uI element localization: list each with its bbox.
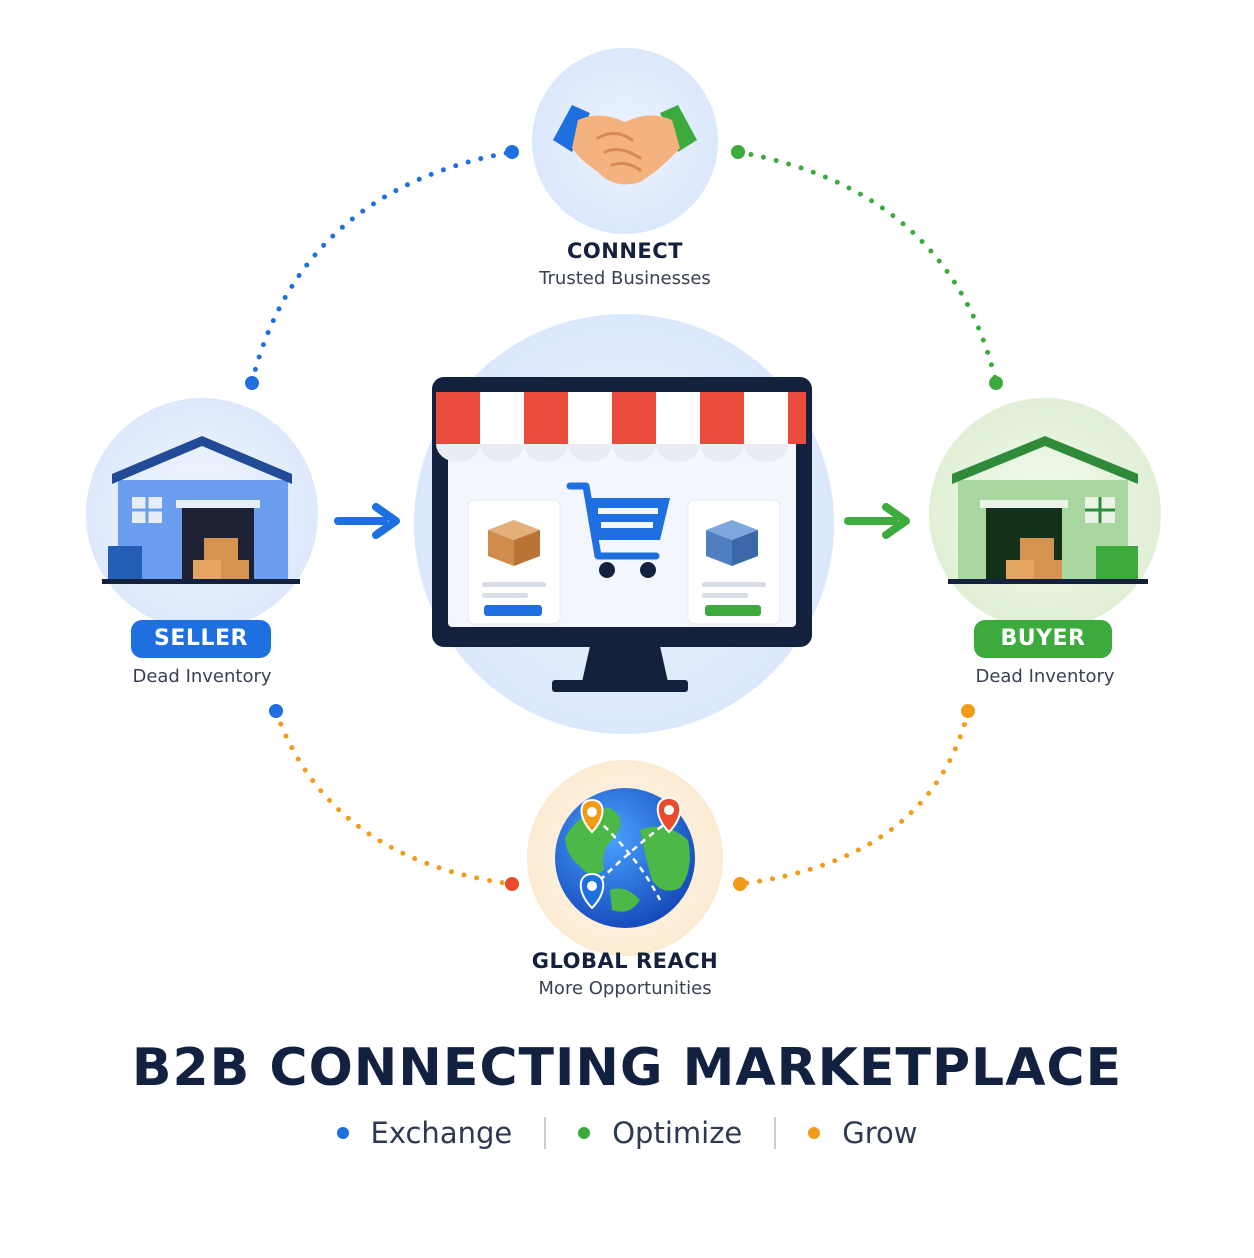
divider: [544, 1117, 547, 1149]
storefront-monitor-icon: [432, 377, 812, 692]
global-node: [527, 760, 723, 956]
marketplace-monitor: [414, 314, 834, 734]
tagline-item-exchange: Exchange: [336, 1116, 513, 1150]
connect-title: CONNECT: [567, 239, 683, 263]
location-pin-icon: [656, 796, 682, 834]
arc-seller-to-connect: [245, 145, 519, 390]
buyer-badge: BUYER: [974, 620, 1112, 658]
warehouse-icon: [102, 436, 300, 584]
tagline: Exchange Optimize Grow: [0, 1116, 1254, 1150]
warehouse-icon: [948, 436, 1148, 584]
buyer-node: [929, 398, 1161, 630]
global-title: GLOBAL REACH: [531, 949, 719, 973]
arc-buyer-to-global: [733, 704, 975, 891]
buyer-subtitle: Dead Inventory: [975, 666, 1115, 687]
shopping-cart-icon: [566, 482, 670, 578]
connect-subtitle: Trusted Businesses: [539, 268, 711, 289]
seller-node: [86, 398, 318, 630]
handshake-icon: [553, 105, 697, 185]
bullet-dot: [336, 1127, 349, 1139]
box-icon: [706, 520, 758, 566]
tagline-label: Exchange: [370, 1116, 513, 1150]
bullet-dot: [808, 1127, 821, 1139]
seller-badge: SELLER: [131, 620, 271, 658]
divider: [774, 1117, 777, 1149]
box-icon: [488, 520, 540, 566]
location-pin-icon: [580, 798, 604, 834]
page-title: B2B CONNECTING MARKETPLACE: [131, 1038, 1123, 1098]
arc-seller-to-global: [269, 704, 519, 891]
arrow-right-icon: [844, 503, 910, 539]
tagline-item-optimize: Optimize: [578, 1116, 742, 1150]
connect-node: [532, 48, 718, 234]
location-pin-icon: [579, 872, 605, 910]
bullet-dot: [578, 1127, 591, 1139]
tagline-label: Optimize: [612, 1116, 743, 1150]
arrow-right-icon: [334, 503, 400, 539]
seller-subtitle: Dead Inventory: [132, 666, 272, 687]
global-subtitle: More Opportunities: [538, 978, 712, 999]
arc-connect-to-buyer: [731, 145, 1003, 390]
tagline-label: Grow: [842, 1116, 918, 1150]
awning: [436, 392, 806, 462]
tagline-item-grow: Grow: [808, 1116, 917, 1150]
